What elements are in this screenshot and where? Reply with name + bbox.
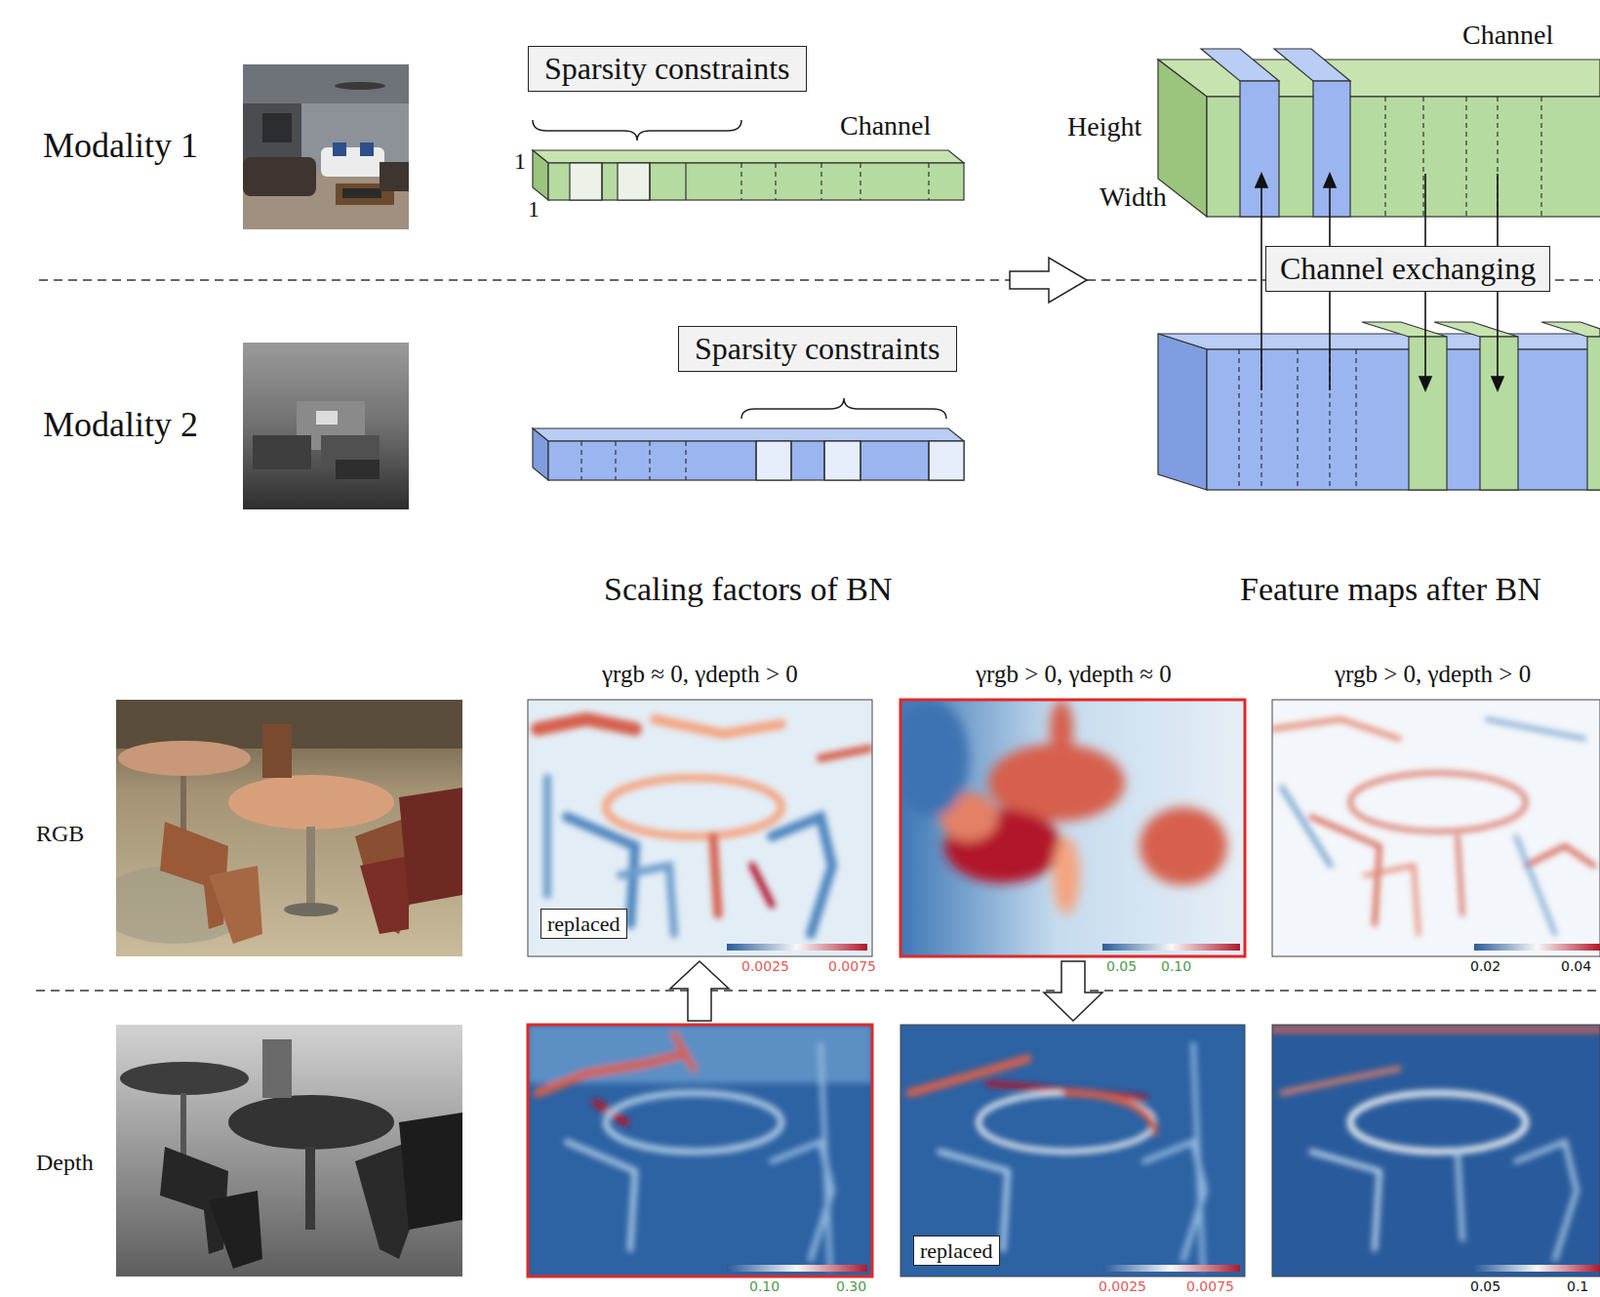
box-text: Sparsity constraints xyxy=(694,330,941,367)
tick-label: 0.0025 xyxy=(1098,1278,1147,1294)
tick-label: 0.05 xyxy=(1470,1278,1501,1294)
heatmap xyxy=(1272,1024,1600,1277)
exchange-box: Channel exchanging xyxy=(1265,245,1551,292)
box-text: Sparsity constraints xyxy=(544,50,791,87)
tick-label: 0.30 xyxy=(836,1278,867,1294)
condition-label: γrgb > 0, γdepth > 0 xyxy=(1334,660,1531,689)
heatmap xyxy=(890,699,1245,957)
tick-label: 0.05 xyxy=(1106,958,1137,974)
scaling-vector xyxy=(532,150,964,200)
feature-block xyxy=(1158,321,1600,490)
condition-label: γrgb ≈ 0, γdepth > 0 xyxy=(601,660,799,689)
heatmap xyxy=(527,699,873,957)
tick-label: 0.1 xyxy=(1566,1278,1589,1294)
box-text: Channel exchanging xyxy=(1280,250,1536,287)
axis-label: Height xyxy=(1067,111,1142,143)
heatmap xyxy=(527,1024,873,1277)
separator xyxy=(36,960,1600,1021)
heatmap xyxy=(1272,699,1600,957)
constraint-box: Sparsity constraints xyxy=(678,325,958,372)
tick-label: 0.02 xyxy=(1470,958,1501,974)
brace xyxy=(741,398,947,419)
tick-label: 0.0075 xyxy=(1186,1278,1235,1294)
box-text: replaced xyxy=(920,1238,994,1263)
dimension-label: 1 xyxy=(514,148,526,176)
feature-block xyxy=(1158,48,1600,217)
replaced-tag: replaced xyxy=(540,908,628,939)
rgb-photo xyxy=(116,699,463,957)
depth-photo xyxy=(242,342,409,510)
tick-label: 0.04 xyxy=(1560,958,1592,974)
box-text: replaced xyxy=(547,911,621,936)
tick-label: 0.10 xyxy=(749,1278,780,1294)
modality-label: Modality 2 xyxy=(42,404,199,445)
axis-label: Channel xyxy=(840,110,931,142)
replaced-tag: replaced xyxy=(913,1235,1000,1266)
constraint-box: Sparsity constraints xyxy=(527,45,807,92)
section-title: Feature maps after BN xyxy=(1240,569,1542,608)
row-label: Depth xyxy=(36,1149,94,1177)
axis-label: Channel xyxy=(1462,19,1554,51)
heatmap xyxy=(900,1024,1245,1277)
depth-photo xyxy=(116,1024,463,1277)
axis-label: Width xyxy=(1099,181,1167,213)
row-label: RGB xyxy=(36,820,84,848)
section-title: Scaling factors of BN xyxy=(603,569,893,608)
dimension-label: 1 xyxy=(527,196,540,224)
room-photo xyxy=(242,64,409,230)
tick-label: 0.0075 xyxy=(828,958,877,974)
scaling-vector xyxy=(532,428,964,480)
tick-label: 0.10 xyxy=(1160,958,1192,974)
condition-label: γrgb > 0, γdepth ≈ 0 xyxy=(975,660,1172,689)
tick-label: 0.0025 xyxy=(741,958,790,974)
brace xyxy=(532,120,742,141)
modality-label: Modality 1 xyxy=(42,125,199,166)
